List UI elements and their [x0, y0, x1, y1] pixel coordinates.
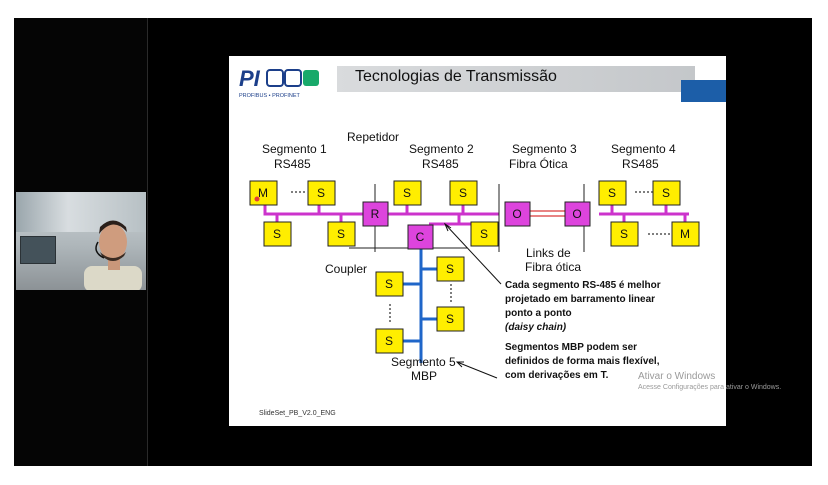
network-diagram: Segmento 1 RS485 Repetidor Segmento 2 RS… [249, 130, 700, 383]
logo-tagline: PROFIBUS • PROFINET [239, 93, 301, 99]
slave-node [610, 221, 639, 247]
node-label: R [371, 207, 380, 221]
slide-title: Tecnologias de Transmissão [355, 68, 557, 85]
windows-activation-subtitle: Acesse Configurações para ativar o Windo… [638, 384, 782, 391]
node-label: C [416, 230, 425, 244]
slave-node [652, 180, 681, 206]
node-label: S [273, 227, 281, 241]
repeater-node [362, 201, 389, 227]
node-label: S [446, 262, 454, 276]
master-node-seg4 [671, 221, 700, 247]
node-label: S [446, 312, 454, 326]
seg5-label-1: Segmento 5 [391, 355, 456, 369]
slave-node [307, 180, 336, 206]
slave-node [375, 328, 404, 354]
node-label: S [459, 186, 467, 200]
seg2-label-1: Segmento 2 [409, 142, 474, 156]
seg1-label-2: RS485 [274, 157, 311, 171]
node-label: M [680, 227, 690, 241]
node-label: S [403, 186, 411, 200]
windows-activation-title: Ativar o Windows [638, 371, 716, 382]
seg1-label-1: Segmento 1 [262, 142, 327, 156]
coupler-label: Coupler [325, 262, 367, 276]
note1-line3: ponto a ponto [505, 308, 572, 319]
logo-text: PI [239, 66, 261, 91]
slave-node [393, 180, 422, 206]
title-accent [681, 80, 726, 102]
links-label-1: Links de [526, 246, 571, 260]
slave-node [263, 221, 292, 247]
seg2-label-2: RS485 [422, 157, 459, 171]
slave-node [436, 256, 465, 282]
seg4-label-2: RS485 [622, 157, 659, 171]
note2-line1: Segmentos MBP podem ser [505, 342, 637, 353]
optical-link-node [504, 201, 531, 227]
master-node-seg1 [249, 180, 278, 206]
node-label: O [512, 207, 521, 221]
node-label: S [480, 227, 488, 241]
seg5-label-2: MBP [411, 369, 437, 383]
node-label: M [258, 186, 268, 200]
seg3-label-1: Segmento 3 [512, 142, 577, 156]
webcam-background-shelf [16, 192, 146, 232]
repetidor-label: Repetidor [347, 130, 399, 144]
node-label: S [337, 227, 345, 241]
slave-node [436, 306, 465, 332]
note2-line3: com derivações em T. [505, 370, 609, 381]
coupler-node [407, 224, 434, 250]
webcam-feed [16, 192, 146, 290]
status-dot [254, 196, 260, 202]
slave-node [327, 221, 356, 247]
slave-node [598, 180, 627, 206]
note1-line2: projetado em barramento linear [505, 294, 655, 305]
webcam-background-monitor [20, 236, 56, 264]
note2-line2: definidos de forma mais flexível, [505, 356, 660, 367]
slave-node [375, 271, 404, 297]
presentation-slide: PI PROFIBUS • PROFINET Tecnologias de Tr… [229, 56, 726, 426]
node-label: O [572, 207, 581, 221]
seg3-label-2: Fibra Ótica [509, 156, 568, 171]
profibus-logo: PI PROFIBUS • PROFINET [239, 66, 319, 99]
node-label: S [662, 186, 670, 200]
slave-node [449, 180, 478, 206]
links-label-2: Fibra ótica [525, 260, 581, 274]
optical-link-node [564, 201, 591, 227]
node-label: S [385, 277, 393, 291]
note1-line1: Cada segmento RS-485 é melhor [505, 280, 661, 291]
node-label: S [608, 186, 616, 200]
title-bar [337, 66, 695, 92]
seg4-label-1: Segmento 4 [611, 142, 676, 156]
note1-line4: (daisy chain) [505, 322, 567, 333]
presenter-avatar [84, 220, 142, 290]
slave-node [470, 221, 499, 247]
slide-footer: SlideSet_PB_V2.0_ENG [259, 410, 336, 417]
node-label: S [620, 227, 628, 241]
node-label: S [385, 334, 393, 348]
node-label: S [317, 186, 325, 200]
